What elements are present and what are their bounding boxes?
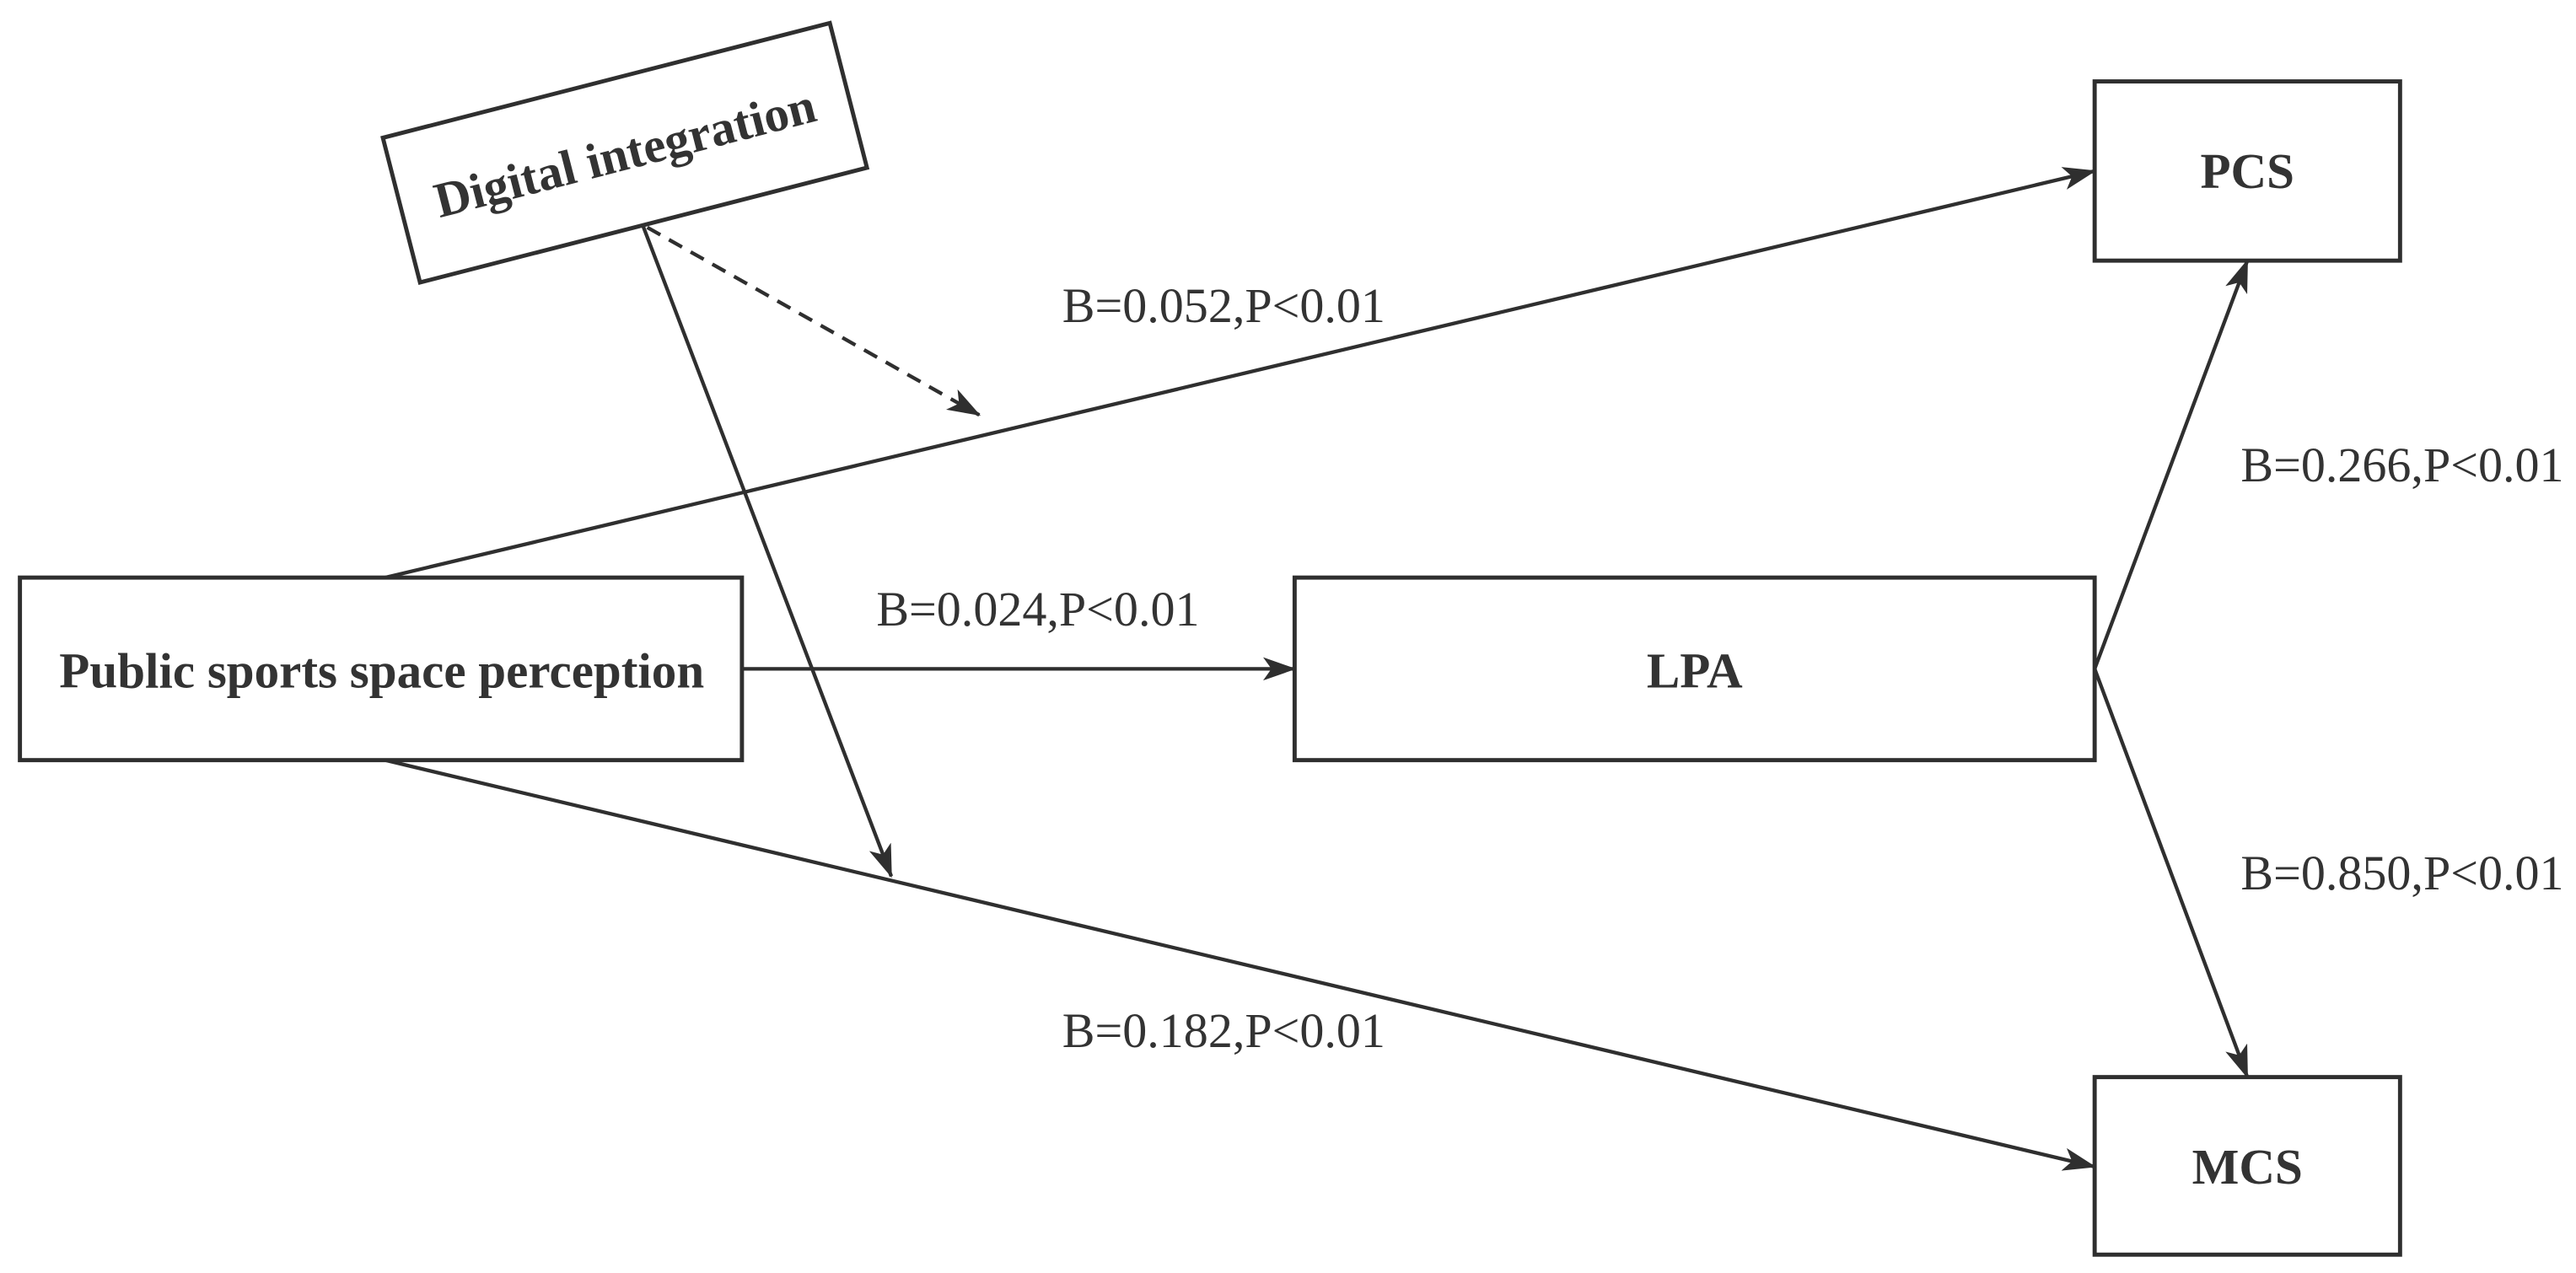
- arrow-perception-to-pcs: [385, 167, 2097, 580]
- edge-label-perception-to-pcs: B=0.052,P<0.01: [1062, 278, 1385, 333]
- arrow-digital-integration-moderation-solid: [640, 223, 894, 878]
- mcs-label: MCS: [2192, 1139, 2303, 1195]
- edge-label-perception-to-lpa: B=0.024,P<0.01: [876, 582, 1199, 636]
- arrow-lpa-to-mcs: [2093, 668, 2250, 1079]
- arrow-digital-integration-moderation-dashed: [646, 225, 981, 417]
- edge-labels: B=0.052,P<0.01 B=0.024,P<0.01 B=0.266,P<…: [876, 278, 2563, 1058]
- node-digital-integration: Digital integration: [380, 20, 870, 286]
- arrow-perception-to-mcs: [385, 758, 2097, 1171]
- digital-integration-box: [380, 20, 870, 286]
- edge-label-lpa-to-mcs: B=0.850,P<0.01: [2240, 846, 2563, 900]
- pcs-label: PCS: [2200, 143, 2294, 199]
- nodes: Digital integration PCS Public sports sp…: [18, 20, 2402, 1257]
- edge-label-perception-to-mcs: B=0.182,P<0.01: [1062, 1003, 1385, 1058]
- lpa-box: [1292, 575, 2097, 763]
- mcs-box: [2092, 1075, 2402, 1257]
- arrow-lpa-to-pcs: [2093, 259, 2250, 670]
- lpa-label: LPA: [1647, 642, 1743, 698]
- node-mcs: MCS: [2092, 1075, 2402, 1257]
- public-sports-space-perception-label: Public sports space perception: [59, 642, 704, 698]
- edge-label-lpa-to-pcs: B=0.266,P<0.01: [2240, 438, 2563, 492]
- node-pcs: PCS: [2092, 79, 2402, 263]
- public-sports-space-perception-box: [18, 575, 745, 763]
- pcs-box: [2092, 79, 2402, 263]
- node-lpa: LPA: [1292, 575, 2097, 763]
- node-public-sports-space-perception: Public sports space perception: [18, 575, 745, 763]
- edges: [385, 167, 2250, 1171]
